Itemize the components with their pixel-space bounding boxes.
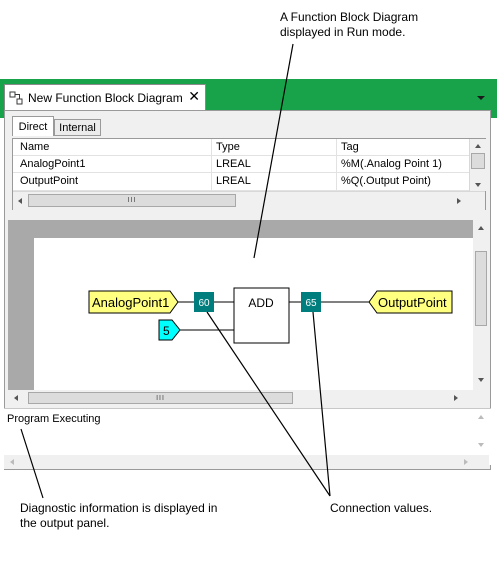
- output-panel: Program Executing: [4, 408, 491, 469]
- column-header-type[interactable]: Type: [216, 141, 240, 153]
- scroll-right-icon[interactable]: [454, 395, 458, 401]
- column-divider: [336, 139, 337, 191]
- input-connection-value: 60: [198, 298, 210, 309]
- scroll-right-icon[interactable]: [457, 198, 461, 204]
- column-header-tag[interactable]: Tag: [341, 141, 359, 153]
- scroll-left-icon[interactable]: [18, 198, 22, 204]
- row-type: LREAL: [216, 175, 251, 187]
- output-message: Program Executing: [7, 413, 101, 425]
- leader-line-run-mode: [253, 43, 294, 259]
- row-name: AnalogPoint1: [20, 158, 86, 170]
- column-header-name[interactable]: Name: [20, 141, 50, 153]
- scrollbar-thumb[interactable]: [475, 251, 487, 326]
- output-tag-label: OutputPoint: [378, 295, 447, 310]
- table-row[interactable]: OutputPoint LREAL %Q(.Output Point): [13, 173, 469, 191]
- diagram-hscrollbar[interactable]: III: [8, 390, 473, 406]
- output-tag-shape[interactable]: [368, 290, 453, 314]
- function-block-diagram-icon: [9, 91, 23, 104]
- add-block-shape[interactable]: [233, 287, 290, 344]
- subtab-direct[interactable]: Direct: [12, 116, 54, 136]
- output-connection-value: 65: [305, 298, 317, 309]
- tag-table-header: Name Type Tag: [13, 139, 469, 156]
- scroll-up-icon[interactable]: [478, 415, 484, 419]
- constant-value: 5: [163, 324, 170, 338]
- scrollbar-thumb[interactable]: [471, 153, 485, 169]
- callout-output-panel: Diagnostic information is displayed in t…: [20, 501, 218, 530]
- output-vscrollbar[interactable]: [473, 409, 489, 455]
- scroll-down-icon[interactable]: [478, 378, 484, 382]
- input-tag-shape[interactable]: [88, 290, 179, 314]
- leader-line-connection-output: [312, 311, 331, 497]
- tab-new-function-block-diagram[interactable]: New Function Block Diagram ✕: [4, 84, 206, 110]
- table-row[interactable]: AnalogPoint1 LREAL %M(.Analog Point 1): [13, 156, 469, 173]
- scroll-left-icon[interactable]: [10, 459, 14, 465]
- tag-table-vscrollbar[interactable]: [469, 139, 486, 191]
- tab-list-dropdown-icon[interactable]: [477, 96, 485, 100]
- scroll-down-icon[interactable]: [475, 183, 481, 187]
- tab-title: New Function Block Diagram: [28, 90, 183, 105]
- row-name: OutputPoint: [20, 175, 79, 187]
- row-type: LREAL: [216, 158, 251, 170]
- scroll-up-icon[interactable]: [475, 144, 481, 148]
- leader-line-connection-input: [206, 311, 331, 497]
- scroll-left-icon[interactable]: [14, 395, 18, 401]
- column-divider: [211, 139, 212, 191]
- tag-table-hscrollbar[interactable]: III: [13, 191, 485, 210]
- callout-connection-values: Connection values.: [330, 501, 433, 515]
- row-tag: %M(.Analog Point 1): [341, 158, 442, 170]
- subtab-internal[interactable]: Internal: [54, 119, 101, 136]
- tag-table: Name Type Tag AnalogPoint1 LREAL %M(.Ana…: [12, 138, 486, 210]
- scrollbar-thumb[interactable]: III: [28, 392, 293, 404]
- diagram-vscrollbar[interactable]: [473, 220, 489, 390]
- scroll-up-icon[interactable]: [478, 226, 484, 230]
- input-tag-label: AnalogPoint1: [92, 295, 169, 310]
- callout-run-mode: A Function Block Diagram displayed in Ru…: [280, 10, 419, 39]
- block-type-label: ADD: [248, 296, 274, 310]
- output-value-box: [301, 292, 321, 312]
- scrollbar-thumb[interactable]: III: [28, 194, 236, 207]
- leader-line-output-panel: [20, 428, 44, 499]
- constant-shape[interactable]: [158, 319, 181, 341]
- row-tag: %Q(.Output Point): [341, 175, 431, 187]
- scroll-down-icon[interactable]: [478, 443, 484, 447]
- input-value-box: [194, 292, 214, 312]
- scroll-right-icon[interactable]: [464, 459, 468, 465]
- output-hscrollbar[interactable]: [4, 455, 489, 469]
- close-icon[interactable]: ✕: [188, 88, 200, 104]
